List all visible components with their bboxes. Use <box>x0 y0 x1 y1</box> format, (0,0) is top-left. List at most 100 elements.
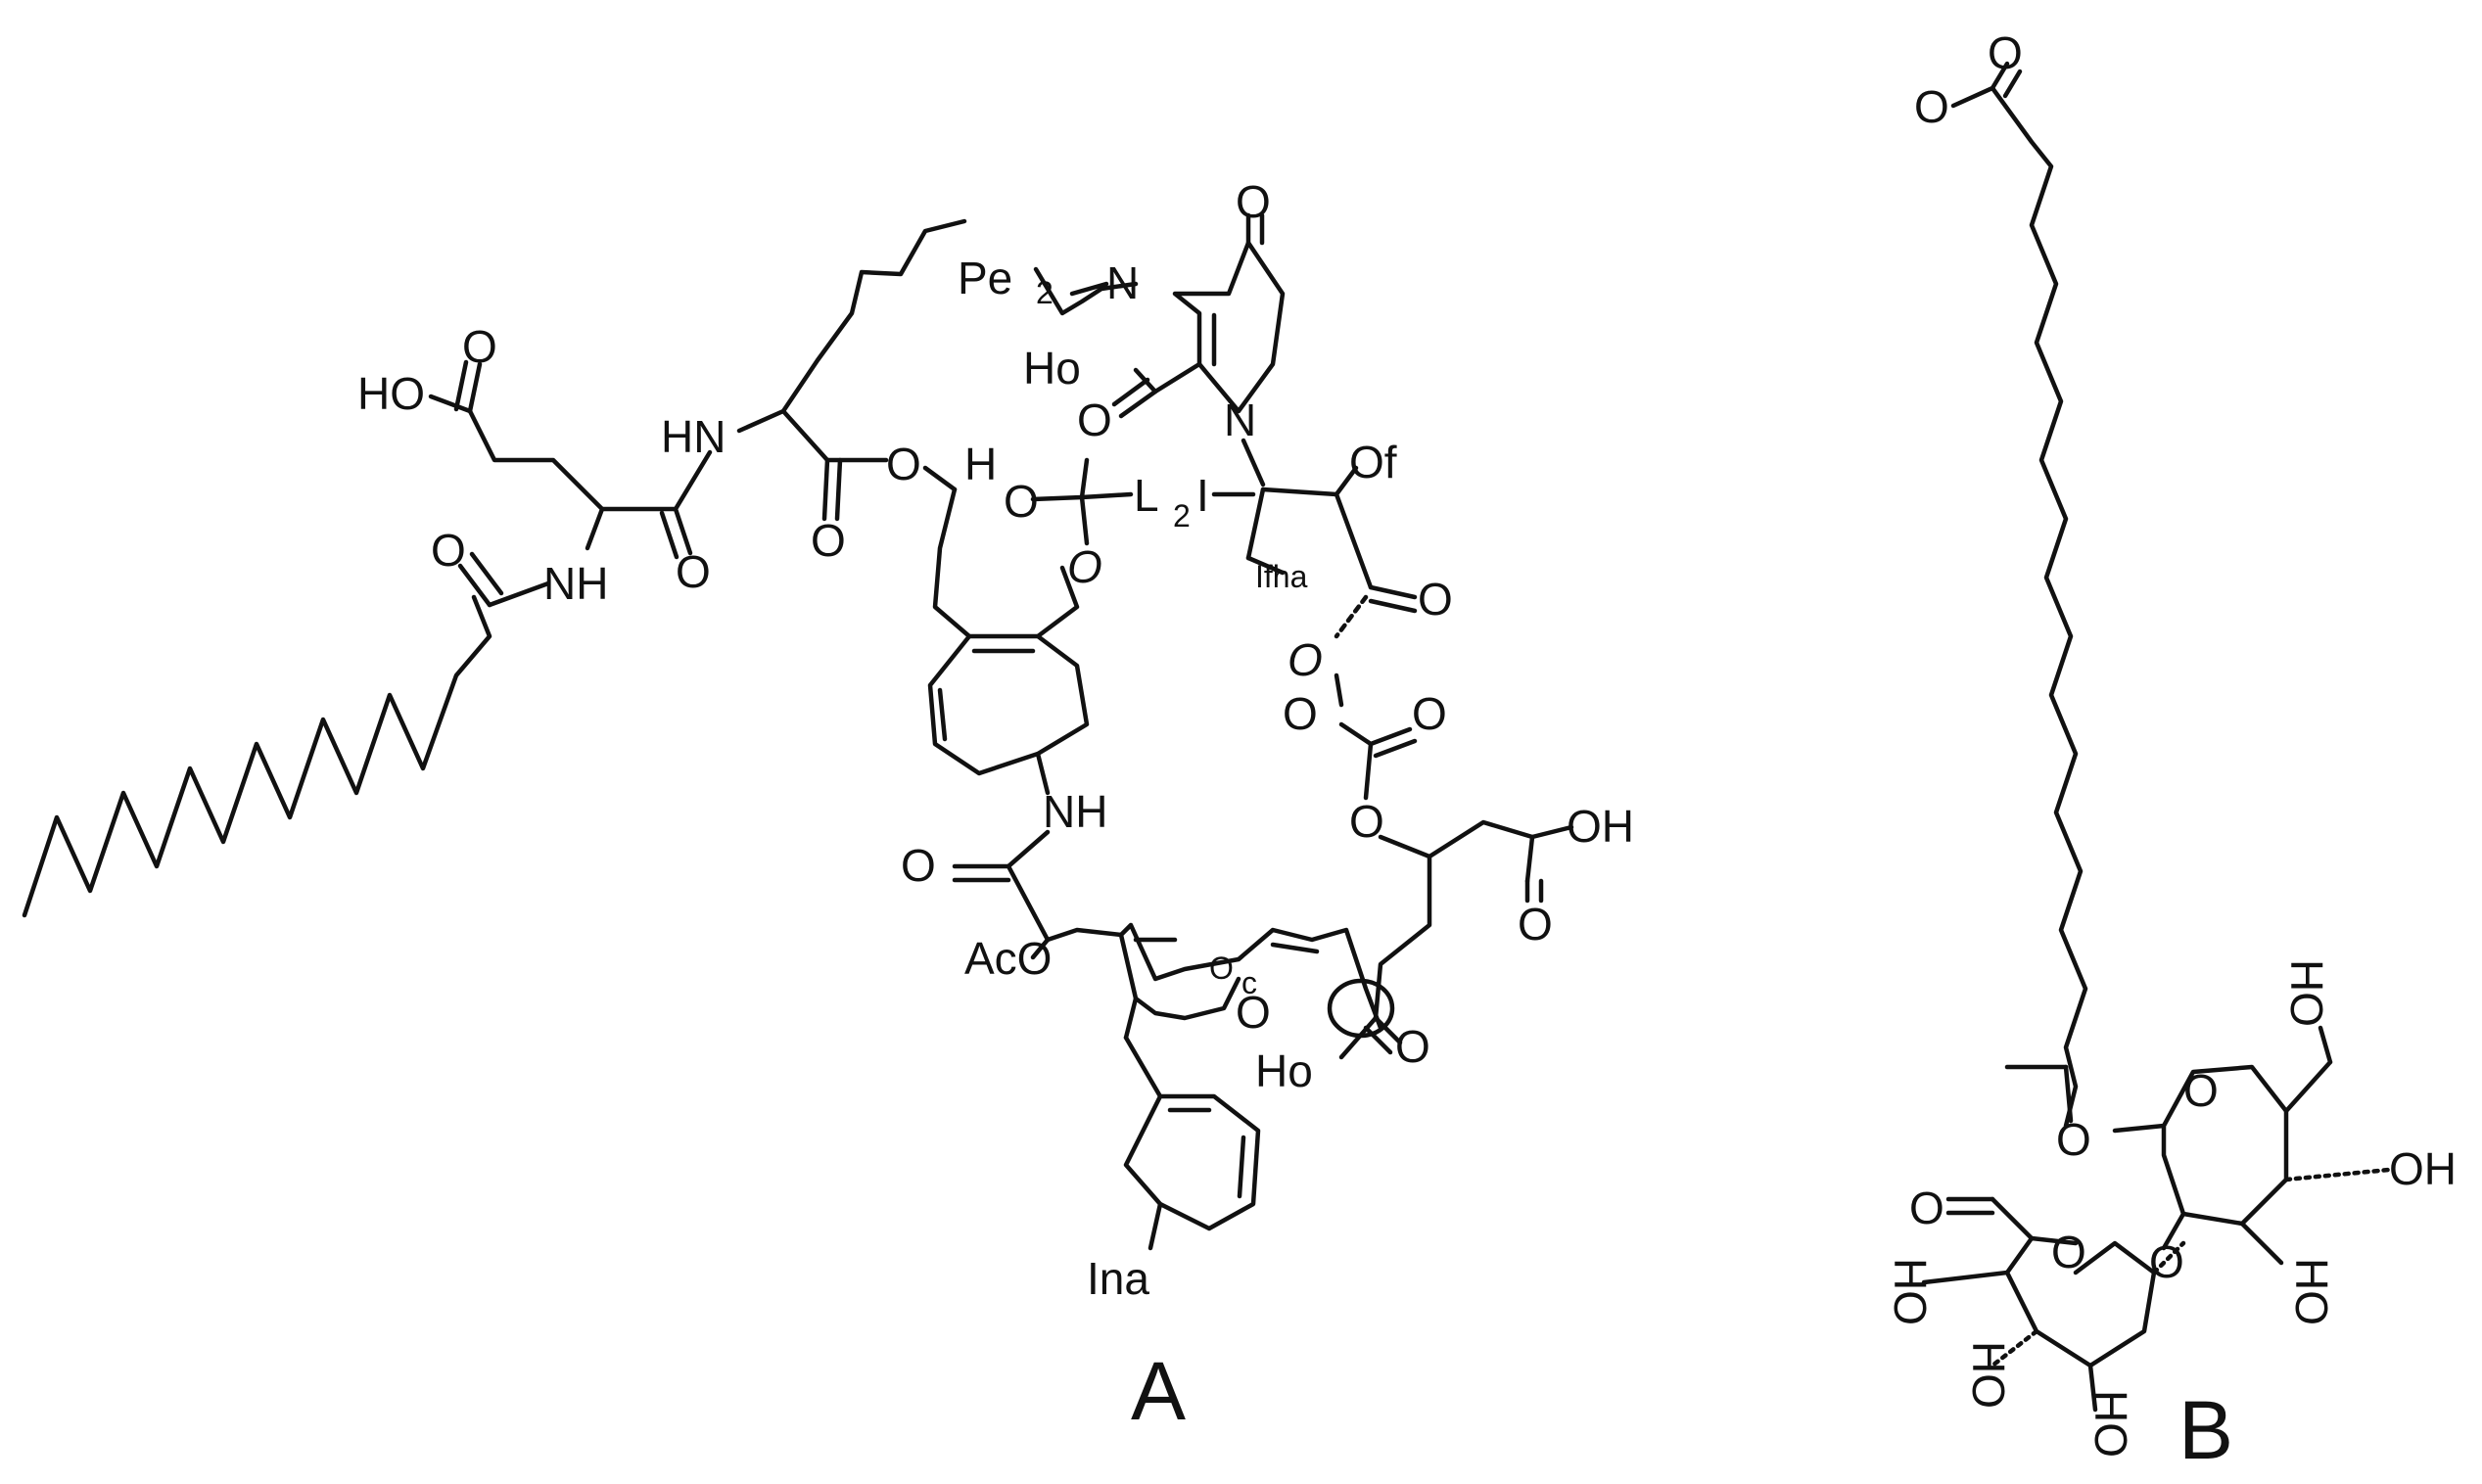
link-o <box>2151 1240 2186 1275</box>
label-b-oh-right: OH <box>2389 1143 2457 1194</box>
label-o-ester: O <box>811 515 846 566</box>
cyclohexene-ring <box>927 633 1090 776</box>
ester-o-c <box>922 465 958 492</box>
lys-ester-c <box>780 408 830 463</box>
label-pe-sub: 2 <box>1036 275 1054 310</box>
glu-acid-c-o2 <box>453 359 469 412</box>
chiral-c1 <box>1260 487 1339 497</box>
mid-o-c <box>1030 494 1085 502</box>
label-o-acid-top: O <box>462 321 497 372</box>
label-b-o-top: O <box>1988 27 2023 78</box>
aco-bond <box>1030 937 1051 960</box>
right-down-chain <box>1373 854 1432 1021</box>
label-b-ho-top: HO <box>2281 959 2332 1027</box>
label-n-ring: N <box>1224 394 1256 445</box>
amide3-c <box>1006 829 1051 869</box>
panel-label-a: A <box>1131 1345 1186 1437</box>
label-of: Of <box>1349 437 1397 487</box>
panel-label-b: B <box>2178 1384 2233 1476</box>
amide2-co <box>673 506 693 556</box>
label-o-c: O <box>1209 951 1234 986</box>
ring2-oh3 <box>2087 1363 2098 1413</box>
label-h-mid: H <box>964 439 997 489</box>
to-ifha <box>1245 555 1286 576</box>
label-o-amide1: O <box>431 525 466 576</box>
o-c-ellipse <box>1327 978 1395 1039</box>
label-nh-left: NH <box>543 558 608 609</box>
amide2-n <box>673 449 713 512</box>
label-b-o-glyco: O <box>2056 1114 2091 1165</box>
carbonate-o1 <box>1334 672 1344 708</box>
glu-acid-c-o <box>467 361 483 414</box>
bond-nh-alpha <box>585 506 605 551</box>
label-b-ho-left1: HO <box>1885 1258 1936 1325</box>
top-acid-o <box>1990 61 2010 91</box>
pe-chain <box>1033 266 1139 316</box>
label-l-sub: 2 <box>1173 498 1191 533</box>
amide-carbonyl-bond-2 <box>469 551 504 596</box>
right-acid-oh <box>1529 824 1574 840</box>
bottom-acid-o <box>1373 1015 1403 1045</box>
label-b-o-ring2: O <box>2051 1227 2086 1277</box>
lactone-co-b <box>1368 598 1418 614</box>
lys-ester-co <box>821 457 830 522</box>
ring-nh <box>1035 751 1051 796</box>
label-c: c <box>1241 965 1257 1000</box>
alkyl-chain-b <box>1990 85 2088 1129</box>
label-i: I <box>1196 470 1209 521</box>
amide-carbonyl-bond <box>457 563 492 608</box>
ring-carboxyl <box>1152 361 1202 394</box>
ring1-o-link <box>2161 1211 2186 1251</box>
chiral-of <box>1334 465 1359 497</box>
label-aco: AcO <box>964 933 1052 984</box>
label-hn-left: HN <box>661 411 726 462</box>
ether-c <box>1378 834 1432 859</box>
c-l <box>1079 491 1134 500</box>
glyco-o <box>2063 1064 2074 1124</box>
carbonate-c <box>1338 721 1374 747</box>
label-nh-mid: NH <box>1043 786 1107 837</box>
lb-double-2 <box>1237 1135 1246 1199</box>
ring-double-2 <box>937 687 948 742</box>
carbonate-down <box>1363 741 1374 801</box>
ring-carboxyl-oh <box>1133 367 1158 394</box>
label-o-right-acid: O <box>1518 899 1553 950</box>
label-o-mid: O <box>1004 476 1039 527</box>
carbonate-co-b <box>1373 738 1418 759</box>
label-ho-ring: Ho <box>1023 343 1081 394</box>
right-side-chain <box>1427 819 1535 884</box>
label-ina: Ina <box>1087 1253 1149 1304</box>
label-o-ester2: O <box>886 439 921 489</box>
pyran-ring <box>1118 932 1241 1021</box>
label-b-ho-left2: HO <box>1963 1341 2014 1409</box>
glu-side-chain <box>467 408 605 512</box>
label-o-ether: O <box>1349 796 1384 847</box>
lactone-o-dash <box>1334 594 1369 639</box>
molecule-b: O O O O HO OH HO O O O HO HO HO B <box>1885 27 2457 1476</box>
n-chiral <box>1241 438 1266 487</box>
label-o-carboxyl: O <box>1077 394 1112 445</box>
label-b-ho-right-bottom: HO <box>2286 1258 2337 1325</box>
label-o-carbonate2: O <box>1412 688 1447 739</box>
ch2-oh <box>2318 1025 2333 1065</box>
label-o-amide2: O <box>676 546 711 597</box>
label-o-ketone: O <box>1236 176 1271 227</box>
label-o-ring-dash: O <box>1288 634 1323 685</box>
label-b-ho-bottom: HO <box>2085 1390 2136 1458</box>
double-2 <box>1270 942 1320 954</box>
amide3-down <box>1006 863 1051 943</box>
lower-benzene <box>1123 1093 1261 1231</box>
lactone-co <box>1368 584 1418 600</box>
ring2-oh1 <box>1921 1270 2010 1285</box>
ina-bond <box>1147 1201 1163 1251</box>
label-ifha: Ifha <box>1255 559 1308 594</box>
label-n-imine: N <box>1106 257 1139 308</box>
bond-to-nh <box>487 580 551 608</box>
amide2-co-b <box>659 510 679 560</box>
label-b-o-top2: O <box>1914 81 1949 132</box>
molecule-a: HO O O NH O HN O O H O O L 2 I Pe 2 N O … <box>22 176 1634 1437</box>
top-acid-o2 <box>1950 85 1995 109</box>
label-o-lactone: O <box>1418 574 1453 625</box>
pyranose-ring-1 <box>2112 1064 2289 1227</box>
